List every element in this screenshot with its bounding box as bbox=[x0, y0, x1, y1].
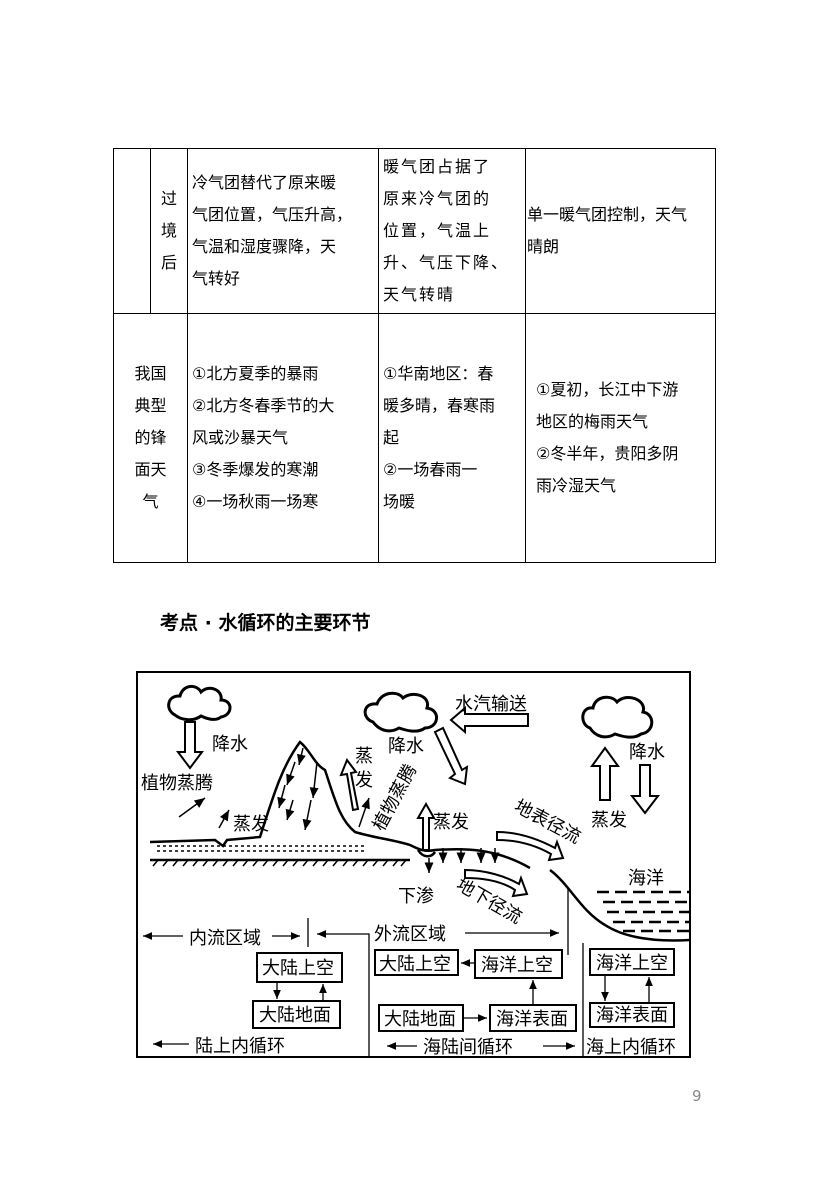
region-arrows bbox=[143, 888, 653, 1057]
precipitation-arrow-icon bbox=[176, 721, 204, 770]
cell-text: 暖气团占据了 bbox=[383, 157, 492, 176]
cell-text: ④一场秋雨一场寒 bbox=[192, 492, 319, 511]
precipitation-label: 降水 bbox=[388, 736, 424, 757]
box-ocean-surface: 海洋表面 bbox=[496, 1009, 568, 1030]
row-label-typical-weather: 我国 典型 的锋 面天 气 bbox=[113, 313, 188, 563]
cell-text: ②一场春雨一 bbox=[383, 460, 478, 479]
box-continental-ground: 大陆地面 bbox=[384, 1009, 456, 1030]
transpiration-label: 植物蒸腾 bbox=[369, 761, 421, 834]
label-line: 气 bbox=[142, 492, 159, 511]
evaporation-arrow-icon bbox=[339, 757, 360, 812]
hatched-ground bbox=[150, 858, 410, 867]
cloud-icon bbox=[363, 691, 438, 733]
cell-text: ①北方夏季的暴雨 bbox=[192, 364, 319, 383]
cell-text: 冷气团替代了原来暖 bbox=[192, 173, 337, 192]
empty-cell bbox=[113, 148, 151, 314]
label-line: 面天 bbox=[134, 460, 167, 479]
box-ocean-surface: 海洋表面 bbox=[596, 1005, 668, 1026]
cell-text: 单一暖气团控制，天气 bbox=[527, 205, 688, 224]
outflow-region-label: 外流区域 bbox=[374, 924, 446, 945]
cell-text: 气团位置，气压升高， bbox=[192, 205, 353, 224]
evaporation-arrow-icon bbox=[416, 801, 436, 851]
evaporation-label: 蒸发 bbox=[433, 812, 469, 833]
evaporation-label: 蒸 bbox=[355, 746, 373, 767]
cell-text: 起 bbox=[383, 428, 400, 447]
table-row: 过 境 后 冷气团替代了原来暖 气团位置，气压升高， 气温和湿度骤降，天 气转好… bbox=[113, 148, 716, 314]
cell-text: ②北方冬春季节的大 bbox=[192, 396, 335, 415]
label-char: 境 bbox=[160, 221, 177, 240]
land-cycle-label: 陆上内循环 bbox=[195, 1036, 285, 1057]
label-char: 后 bbox=[160, 253, 177, 272]
transpiration-label: 植物蒸腾 bbox=[141, 773, 213, 794]
label-line: 我国 bbox=[134, 364, 167, 383]
terrain-outline bbox=[149, 740, 691, 942]
box-ocean-sky: 海洋上空 bbox=[596, 953, 668, 974]
warm-front-after-cell: 暖气团占据了 原来冷气团的 位置，气温上 升、气压下降、 天气转晴 bbox=[378, 148, 526, 314]
evaporation-arrow-icon bbox=[590, 746, 620, 801]
cell-text: 天气转晴 bbox=[383, 285, 456, 304]
section-title: 考点 · 水循环的主要环节 bbox=[160, 612, 371, 634]
surface-runoff-arrow-icon bbox=[496, 830, 565, 862]
stationary-examples-cell: ①夏初，长江中下游 地区的梅雨天气 ②冬半年，贵阳多阴 雨冷湿天气 bbox=[525, 313, 716, 563]
front-weather-table: 过 境 后 冷气团替代了原来暖 气团位置，气压升高， 气温和湿度骤降，天 气转好… bbox=[113, 148, 716, 563]
sea-land-cycle-label: 海陆间循环 bbox=[423, 1037, 513, 1058]
evaporation-label: 发 bbox=[355, 770, 373, 791]
stationary-after-cell: 单一暖气团控制，天气 晴朗 bbox=[525, 148, 716, 314]
flow-arrows bbox=[178, 747, 500, 873]
cell-text: 气温和湿度骤降，天 bbox=[192, 237, 337, 256]
water-cycle-diagram: 降水 植物蒸腾 蒸发 蒸 发 降水 植物蒸腾 水汽输送 蒸发 地表径流 蒸发 降… bbox=[136, 671, 691, 1058]
inland-region-label: 内流区域 bbox=[189, 928, 261, 949]
cell-text: 风或沙暴天气 bbox=[192, 428, 289, 447]
box-continental-sky: 大陆上空 bbox=[379, 954, 451, 975]
label-line: 的锋 bbox=[134, 428, 167, 447]
page-number: 9 bbox=[692, 1087, 702, 1105]
cycle-boxes bbox=[252, 948, 675, 1032]
cell-text: ③冬季爆发的寒潮 bbox=[192, 460, 319, 479]
groundwater-runoff-arrow-icon bbox=[464, 868, 529, 898]
cell-text: 雨冷湿天气 bbox=[536, 476, 617, 495]
cloud-icon bbox=[581, 695, 654, 739]
box-continental-sky: 大陆上空 bbox=[262, 958, 334, 979]
cold-front-examples-cell: ①北方夏季的暴雨 ②北方冬春季节的大 风或沙暴天气 ③冬季爆发的寒潮 ④一场秋雨… bbox=[187, 313, 379, 563]
box-continental-ground: 大陆地面 bbox=[259, 1005, 331, 1026]
cloud-icon bbox=[167, 685, 232, 722]
soil-layer bbox=[157, 845, 365, 852]
vapor-transport-label: 水汽输送 bbox=[455, 694, 527, 715]
cell-text: 位置，气温上 bbox=[383, 221, 492, 240]
vapor-transport-arrow-icon bbox=[449, 705, 529, 735]
cell-text: 晴朗 bbox=[527, 237, 560, 256]
label-line: 典型 bbox=[134, 396, 167, 415]
warm-front-examples-cell: ①华南地区：春 暖多晴，春寒雨 起 ②一场春雨一 场暖 bbox=[378, 313, 526, 563]
cell-text: 升、气压下降、 bbox=[383, 253, 510, 272]
row-label-after-transit: 过 境 后 bbox=[150, 148, 188, 314]
box-ocean-sky: 海洋上空 bbox=[481, 955, 553, 976]
ocean-water bbox=[597, 890, 690, 933]
diagram-frame bbox=[136, 671, 691, 1058]
cell-text: 气转好 bbox=[192, 269, 241, 288]
label-char: 过 bbox=[160, 189, 177, 208]
precipitation-arrow-icon bbox=[629, 764, 661, 815]
cell-text: 地区的梅雨天气 bbox=[536, 412, 649, 431]
cell-text: ①华南地区：春 bbox=[383, 364, 494, 383]
cell-text: ①夏初，长江中下游 bbox=[536, 380, 679, 399]
infiltration-label: 下渗 bbox=[398, 886, 434, 907]
table-row: 我国 典型 的锋 面天 气 ①北方夏季的暴雨 ②北方冬春季节的大 风或沙暴天气 … bbox=[113, 313, 716, 563]
precipitation-arrow-icon bbox=[433, 726, 469, 786]
cell-text: 场暖 bbox=[383, 492, 416, 511]
precipitation-label: 降水 bbox=[212, 734, 248, 755]
cell-text: ②冬半年，贵阳多阴 bbox=[536, 444, 679, 463]
sea-cycle-label: 海上内循环 bbox=[586, 1037, 676, 1058]
cell-text: 原来冷气团的 bbox=[383, 189, 492, 208]
evaporation-label: 蒸发 bbox=[233, 814, 269, 835]
cold-front-after-cell: 冷气团替代了原来暖 气团位置，气压升高， 气温和湿度骤降，天 气转好 bbox=[187, 148, 379, 314]
evaporation-label: 蒸发 bbox=[591, 810, 627, 831]
ocean-label: 海洋 bbox=[628, 868, 664, 889]
cell-text: 暖多晴，春寒雨 bbox=[383, 396, 496, 415]
precipitation-label: 降水 bbox=[629, 742, 665, 763]
